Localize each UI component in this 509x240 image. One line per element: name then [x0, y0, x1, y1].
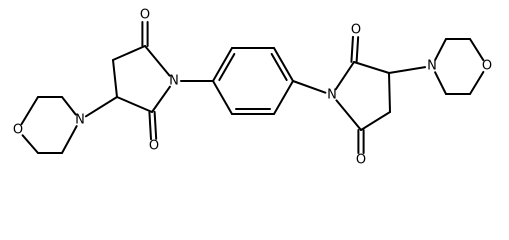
single-bond — [388, 66, 427, 74]
single-bond — [469, 70, 485, 95]
single-bond — [112, 45, 146, 61]
oxygen-atom-label: O — [149, 139, 159, 154]
single-bond — [61, 96, 77, 116]
oxygen-atom-label: O — [356, 153, 366, 168]
chemical-structure-diagram: O N O N O N O N O O — [13, 8, 492, 168]
single-bond — [273, 80, 294, 115]
single-bond — [434, 38, 447, 61]
oxygen-atom-label: O — [140, 8, 150, 23]
single-bond — [212, 80, 233, 115]
bond-layer — [20, 21, 485, 154]
single-bond — [335, 99, 362, 131]
single-bond — [151, 85, 171, 113]
aromatic-inner-bond — [218, 52, 236, 82]
single-bond — [116, 96, 153, 113]
single-bond — [292, 80, 327, 94]
oxygen-atom-label: O — [13, 123, 23, 138]
single-bond — [353, 61, 390, 74]
aromatic-bond — [212, 47, 233, 82]
double-bond — [153, 110, 158, 140]
single-bond — [334, 61, 355, 91]
nitrogen-atom-label: N — [75, 113, 85, 128]
nitrogen-atom-label: N — [427, 59, 437, 74]
double-bond — [350, 35, 354, 63]
single-bond — [144, 45, 171, 77]
atom-label-layer: O N O N O N O N O O — [13, 8, 492, 168]
oxygen-atom-label: O — [482, 59, 492, 74]
single-bond — [469, 38, 485, 62]
single-bond — [61, 125, 78, 154]
single-bond — [388, 72, 391, 113]
single-bond — [21, 134, 39, 154]
single-bond — [360, 111, 391, 131]
double-bond — [148, 111, 152, 141]
single-bond — [434, 71, 447, 95]
single-bond — [20, 96, 39, 126]
double-bond — [355, 36, 360, 64]
aromatic-inner-bond — [270, 52, 288, 82]
molecule-drawing: O N O N O N O N O O — [13, 8, 492, 168]
single-bond — [84, 96, 118, 118]
nitrogen-atom-label: N — [169, 74, 179, 89]
single-bond — [112, 59, 118, 98]
oxygen-atom-label: O — [351, 23, 361, 38]
aromatic-bond — [273, 47, 294, 82]
nitrogen-atom-label: N — [327, 88, 337, 103]
